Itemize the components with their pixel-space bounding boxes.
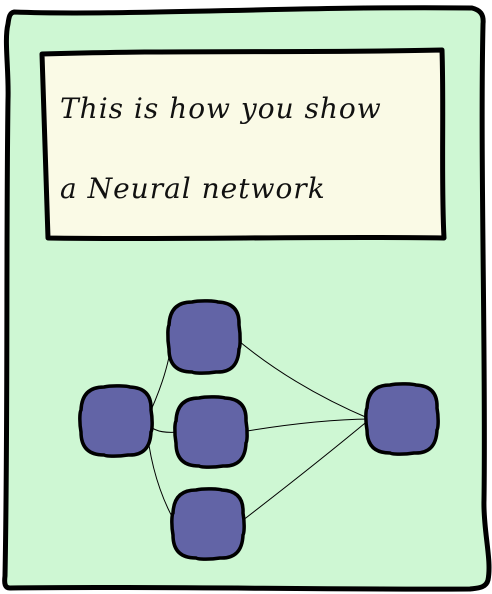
edge-hidden-bottom-to-output xyxy=(237,418,371,525)
node-hidden-bottom xyxy=(170,487,246,561)
node-hidden-middle xyxy=(173,395,249,469)
network-nodes xyxy=(78,299,440,561)
edge-hidden-top-to-output xyxy=(233,336,371,420)
caption-box xyxy=(39,47,447,242)
node-input xyxy=(78,384,154,458)
edge-hidden-middle-to-output xyxy=(240,418,371,433)
node-output xyxy=(364,382,440,456)
caption-line-2: a Neural network xyxy=(60,172,326,205)
caption-line-1: This is how you show xyxy=(60,92,382,125)
node-hidden-top xyxy=(166,299,242,375)
